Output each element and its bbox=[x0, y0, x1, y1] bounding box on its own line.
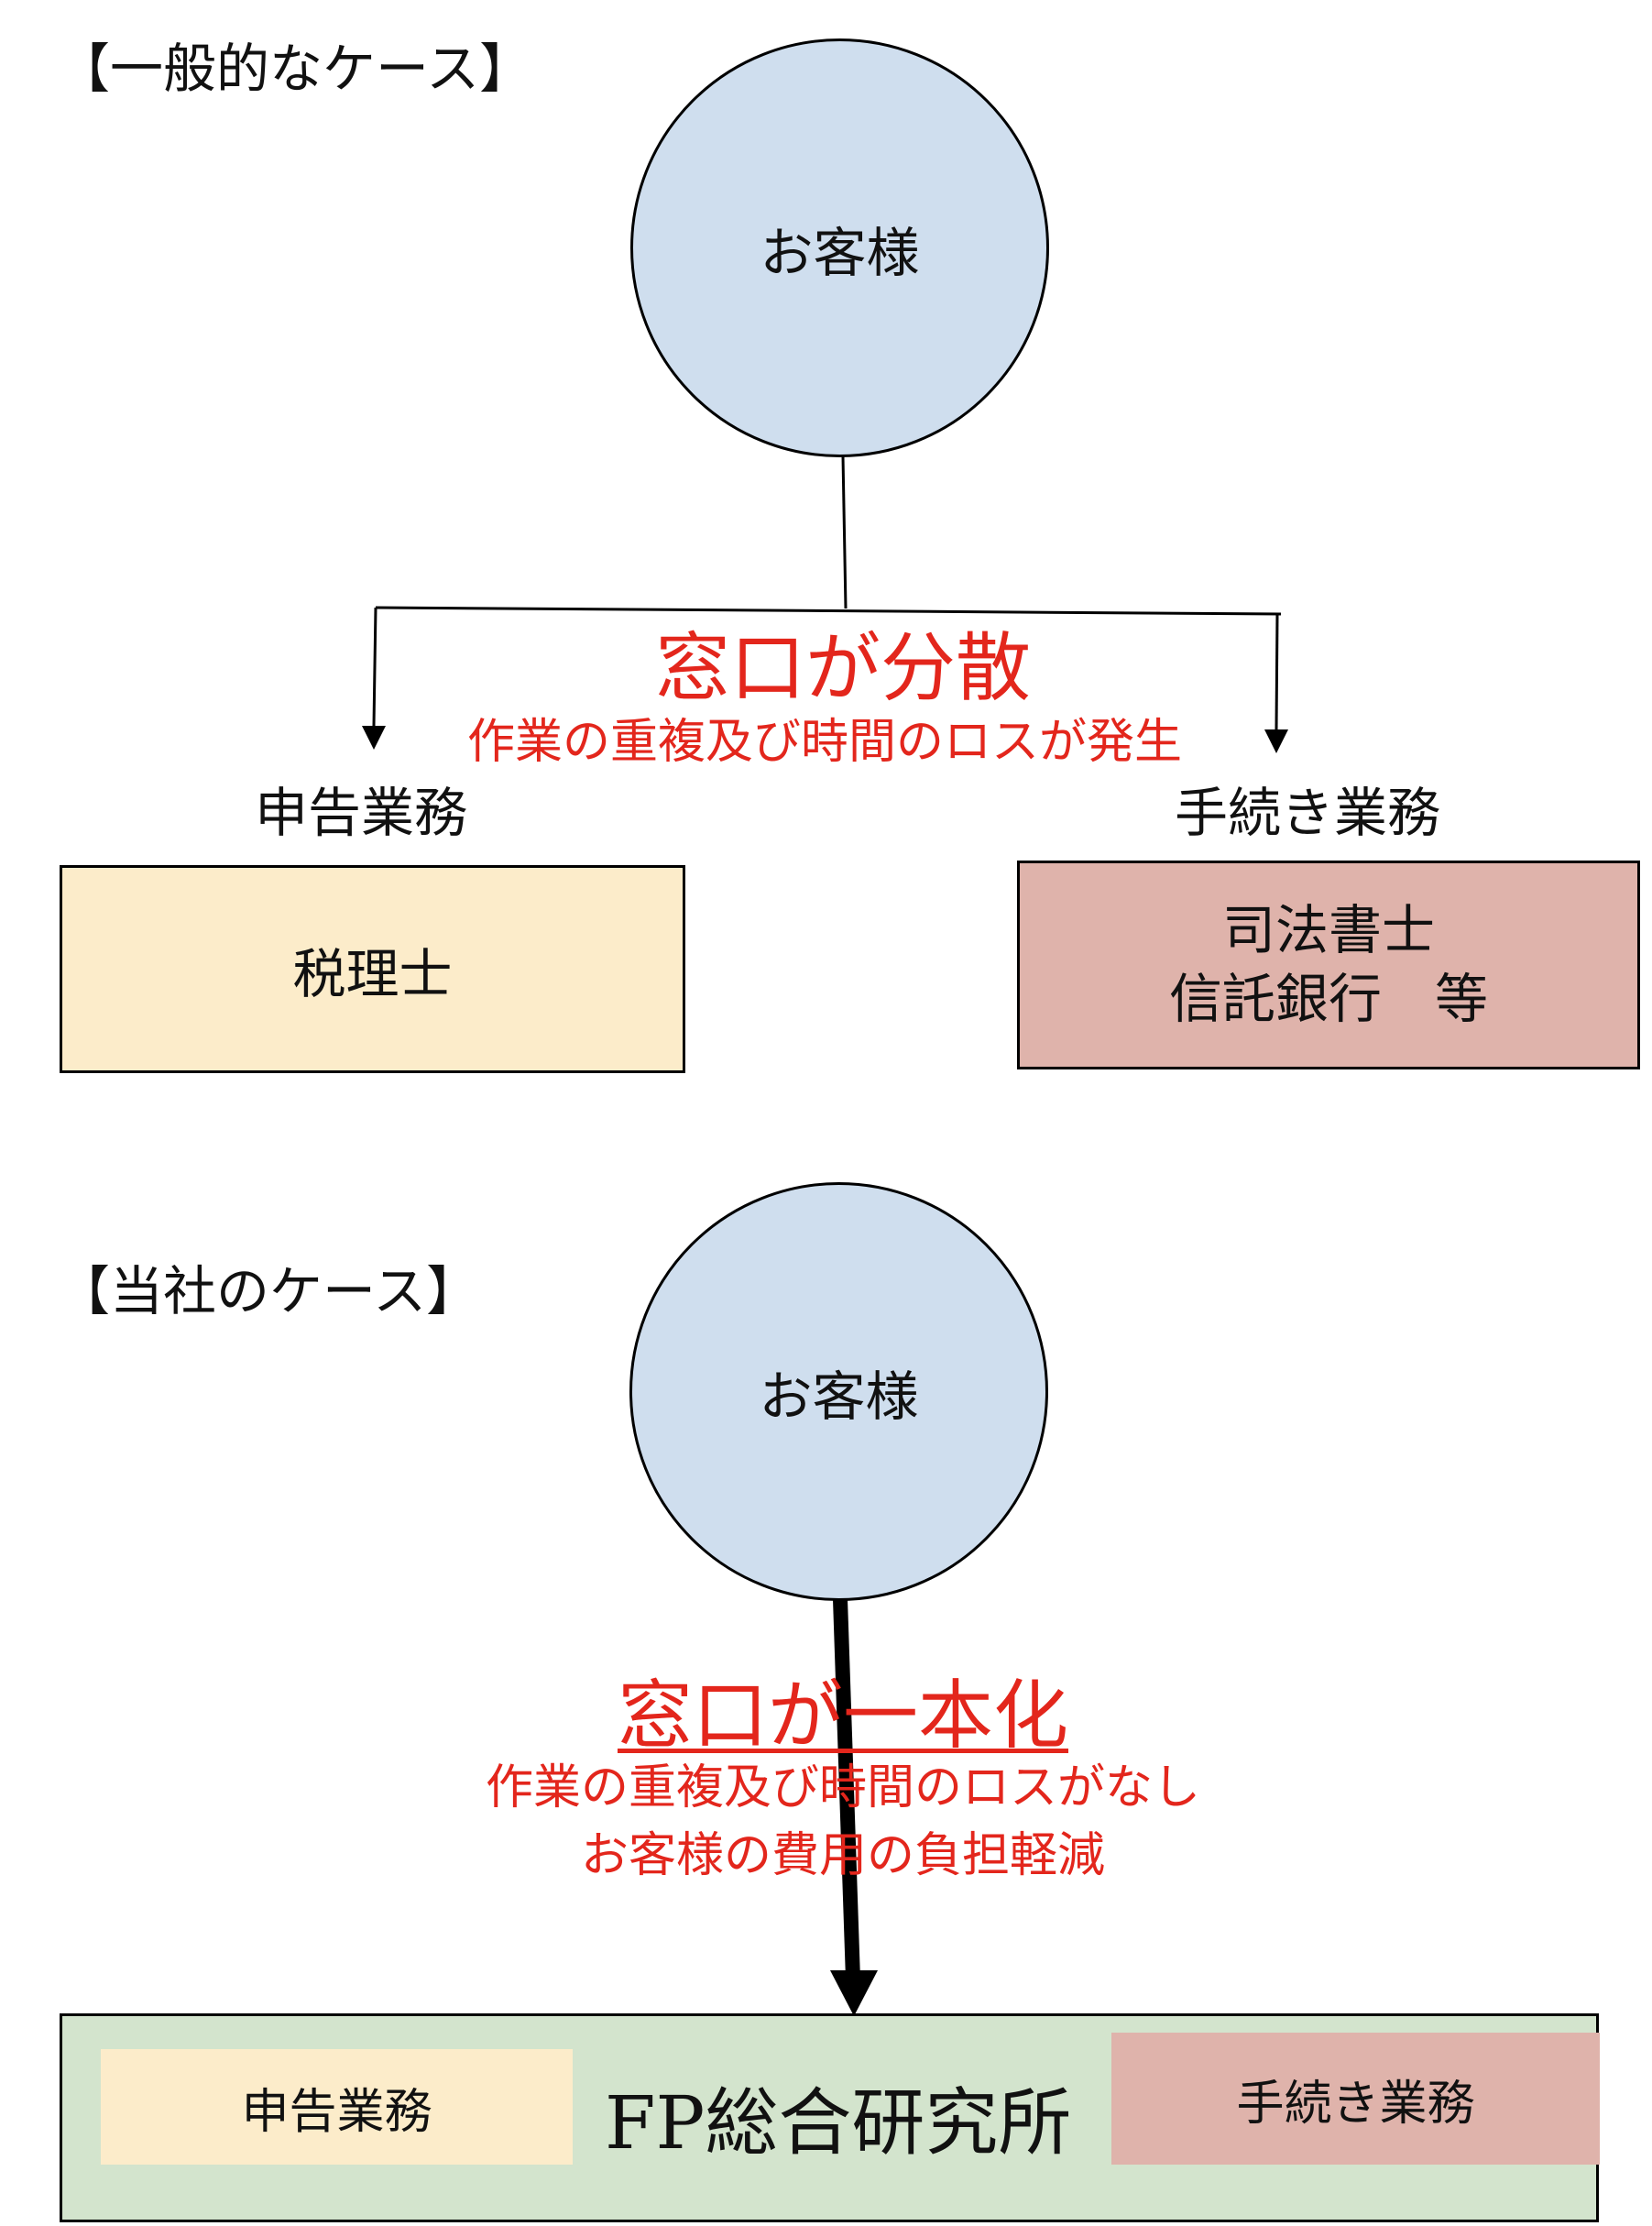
customer-label: お客様 bbox=[760, 221, 920, 284]
main-arrow-line bbox=[833, 1598, 860, 1980]
stem-line bbox=[841, 455, 848, 609]
right-arrow-line bbox=[1275, 613, 1279, 730]
tax-accountant-label: 税理士 bbox=[292, 942, 453, 1005]
merit-description-2: お客様の費用の負担軽減 bbox=[580, 1828, 1105, 1883]
left-arrowhead bbox=[362, 726, 386, 750]
merit-description-1: 作業の重複及び時間のロスがなし bbox=[485, 1760, 1200, 1815]
branch-line bbox=[375, 606, 1282, 616]
merit-title: 窓口が一本化 bbox=[617, 1672, 1068, 1760]
company-name: FP総合研究所 bbox=[605, 2080, 1072, 2166]
our-case-heading: 【当社のケース】 bbox=[57, 1260, 480, 1322]
scrivener-bank-box: 司法書士 信託銀行 等 bbox=[1017, 861, 1640, 1069]
scrivener-label: 司法書士 bbox=[1221, 898, 1435, 961]
inner-procedure-label: 手続き業務 bbox=[1236, 2076, 1475, 2132]
procedure-work-label: 手続き業務 bbox=[1175, 782, 1441, 844]
customer-circle-ours: お客様 bbox=[629, 1182, 1048, 1601]
tax-accountant-box: 税理士 bbox=[60, 865, 685, 1073]
left-arrow-line bbox=[372, 607, 377, 727]
inner-procedure-box: 手続き業務 bbox=[1111, 2033, 1600, 2165]
general-case-heading: 【一般的なケース】 bbox=[57, 38, 533, 100]
inner-filing-label: 申告業務 bbox=[241, 2084, 432, 2140]
trust-bank-label: 信託銀行 等 bbox=[1168, 968, 1488, 1030]
right-arrowhead bbox=[1264, 729, 1288, 753]
customer-label-ours: お客様 bbox=[759, 1365, 919, 1428]
main-arrowhead bbox=[830, 1970, 878, 2016]
inner-filing-box: 申告業務 bbox=[101, 2049, 573, 2165]
issue-description: 作業の重複及び時間のロスが発生 bbox=[466, 715, 1182, 770]
issue-title: 窓口が分散 bbox=[654, 625, 1031, 712]
filing-work-label: 申告業務 bbox=[255, 782, 468, 844]
customer-circle-general: お客様 bbox=[630, 38, 1049, 457]
